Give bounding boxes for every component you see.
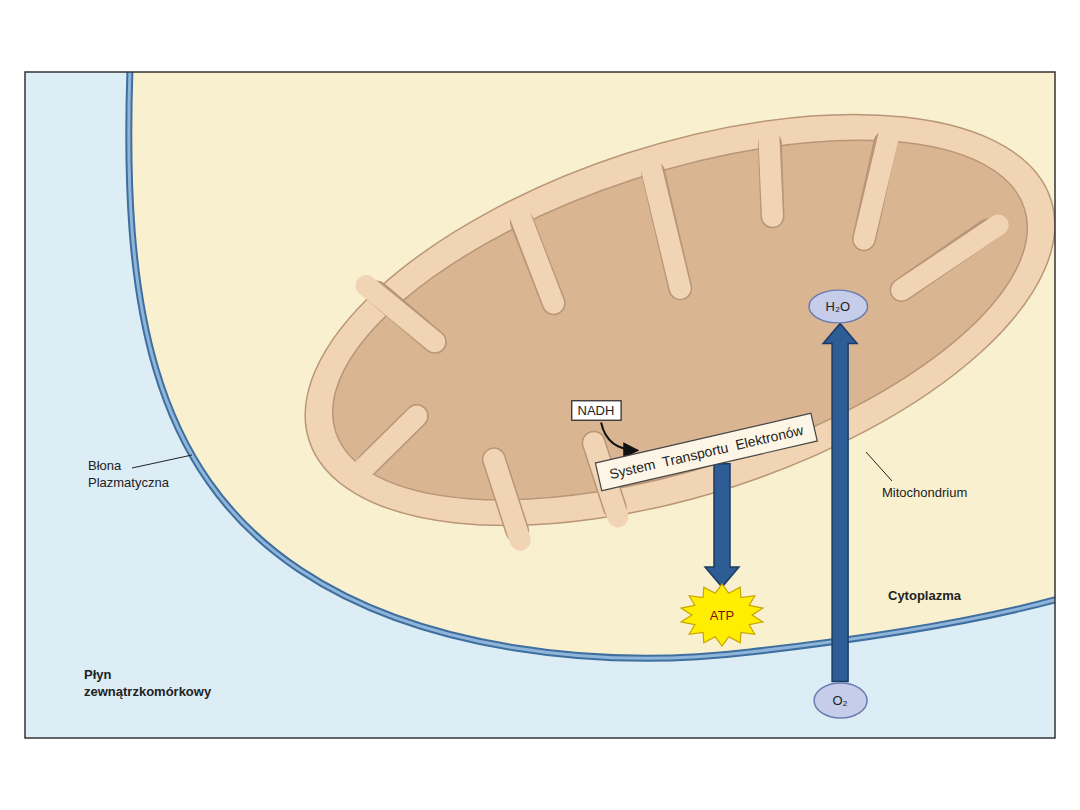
cristae	[296, 72, 1047, 589]
atp-burst: ATP	[679, 583, 765, 647]
mitochondrion	[255, 72, 1055, 607]
node-text: H₂O	[826, 299, 851, 314]
connector	[823, 324, 857, 682]
node-text: NADH	[578, 403, 615, 418]
molecule-ellipse: O₂	[813, 682, 868, 719]
region-label: Płyn zewnątrzkomórkowy	[84, 667, 234, 701]
flow-arrow	[705, 464, 739, 587]
membrane-label: Błona Plazmatyczna	[88, 458, 198, 492]
node-text: O₂	[833, 693, 848, 708]
cristae-outline	[311, 80, 1033, 575]
molecule-ellipse: H₂O	[808, 289, 869, 324]
connector	[601, 423, 638, 451]
leader-line	[866, 452, 892, 481]
outer-membrane	[255, 72, 1055, 607]
matrix	[290, 72, 1055, 573]
region-label: Cytoplazma	[888, 588, 961, 605]
node-text: ATP	[679, 608, 765, 623]
connector	[705, 464, 739, 587]
leader-line	[132, 455, 192, 468]
flow-arrow	[823, 324, 857, 682]
compound-box: NADH	[571, 400, 622, 421]
frame	[25, 72, 1055, 738]
reaction-arrow	[601, 423, 638, 451]
organelle-label: Mitochondrium	[882, 485, 967, 502]
